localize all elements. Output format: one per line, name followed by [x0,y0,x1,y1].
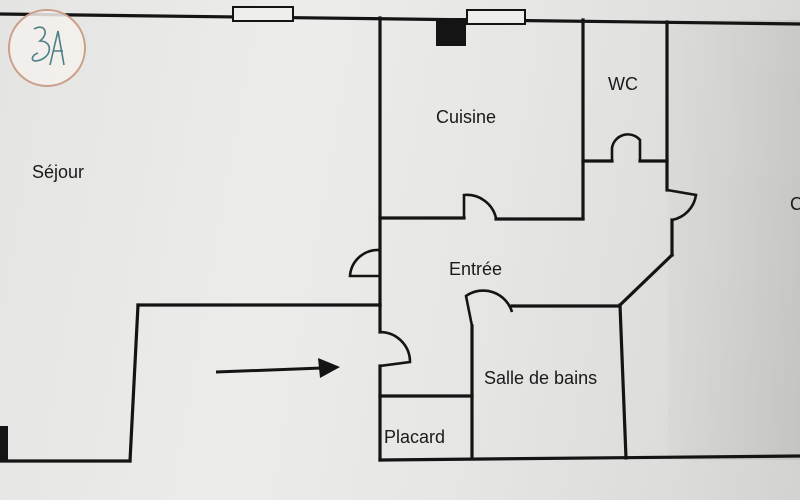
corner-block [0,426,8,460]
room-label-cut-off: C [790,194,800,214]
door-exterior [666,188,698,222]
paper-shadow [668,20,800,460]
wall-entree-diagonal [617,252,675,308]
door-bathroom [464,289,514,327]
room-label-cuisine: Cuisine [436,107,497,127]
door-sejour [348,248,381,278]
room-label-salle-de-bains: Salle de bains [484,368,598,388]
pillar [436,18,466,46]
door-cuisine [462,193,498,219]
door-lower-room [379,330,412,368]
arrow-right-icon [215,358,340,378]
wall-top [0,12,800,26]
door-wc [610,133,642,161]
wall-bottom [378,454,800,462]
brand-logo [8,9,86,87]
window-sejour [232,6,294,22]
room-label-entree: Entrée [449,259,503,279]
wall-bathroom-right [618,303,628,460]
room-label-placard: Placard [384,427,446,447]
wall-lower-room-left [128,303,140,463]
room-label-wc: WC [608,74,638,94]
monogram-icon [31,26,65,66]
room-label-sejour: Séjour [32,162,85,182]
window-cuisine [466,9,526,25]
